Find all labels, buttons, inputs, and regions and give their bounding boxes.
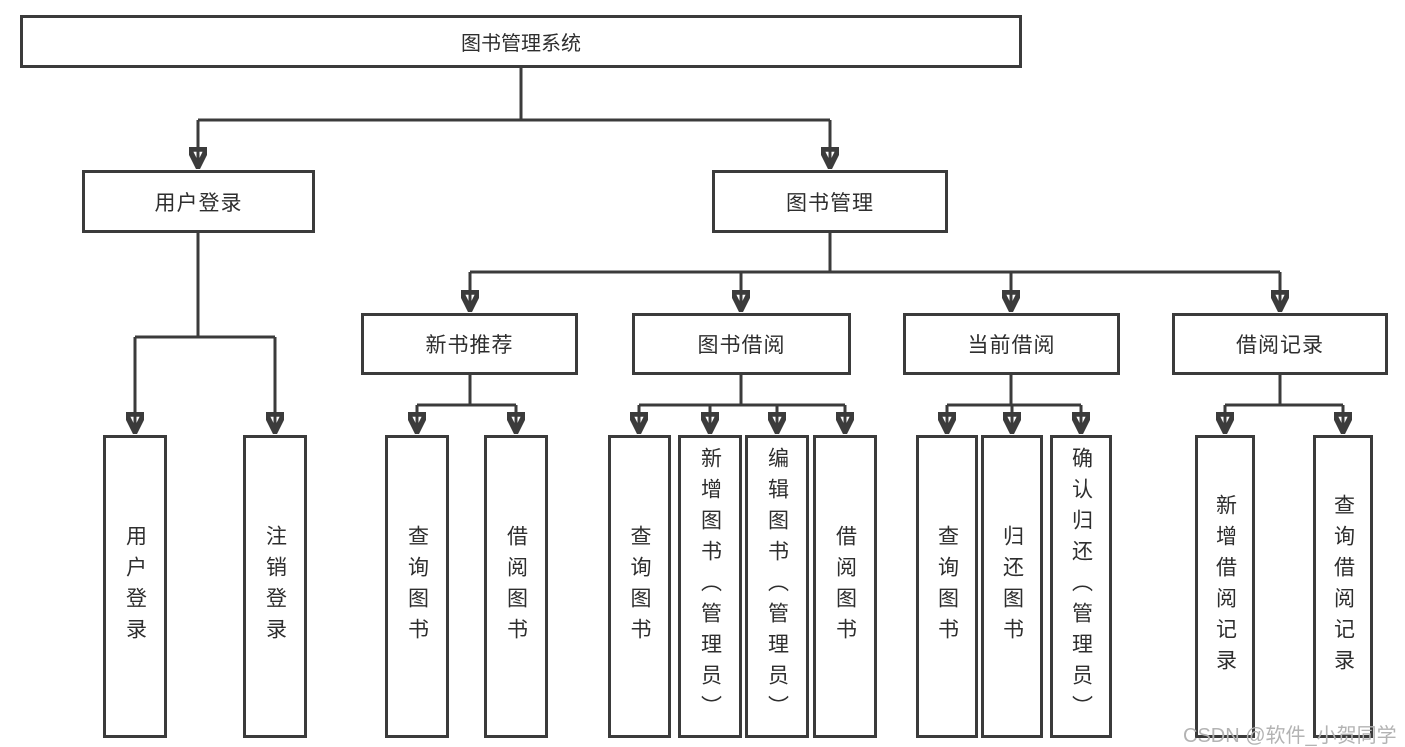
node-borrowing-records-label: 借阅记录: [1236, 334, 1324, 357]
watermark: CSDN @软件_小贺同学: [1183, 725, 1397, 747]
leaf-borrow-books-recommend-label: 借阅图书: [504, 524, 528, 649]
leaf-edit-books-admin-label: 编辑图书（管理员）: [765, 447, 789, 726]
connector-new-book-recommend-to-leaves: [417, 375, 516, 432]
leaf-query-books-current: 查询图书: [916, 435, 978, 738]
node-book-management-label: 图书管理: [786, 191, 874, 215]
node-current-borrowing-label: 当前借阅: [967, 334, 1056, 357]
leaf-query-borrow-record-label: 查询借阅记录: [1331, 493, 1355, 680]
leaf-query-borrow-record: 查询借阅记录: [1313, 435, 1373, 738]
node-new-book-recommend-label: 新书推荐: [425, 334, 514, 357]
leaf-borrow-books-borrowing-label: 借阅图书: [833, 524, 857, 649]
leaf-query-books-borrowing: 查询图书: [608, 435, 671, 738]
leaf-user-login-label: 用户登录: [123, 524, 147, 649]
leaf-query-books-borrowing-label: 查询图书: [628, 524, 651, 649]
leaf-query-books-current-label: 查询图书: [935, 524, 959, 649]
node-book-borrowing-label: 图书借阅: [697, 334, 786, 357]
leaf-return-books: 归还图书: [981, 435, 1043, 738]
leaf-add-books-admin: 新增图书（管理员）: [678, 435, 742, 738]
leaf-add-books-admin-label: 新增图书（管理员）: [698, 447, 722, 726]
node-borrowing-records: 借阅记录: [1172, 313, 1388, 375]
node-current-borrowing: 当前借阅: [903, 313, 1120, 375]
node-new-book-recommend: 新书推荐: [361, 313, 578, 375]
leaf-logout-label: 注销登录: [263, 524, 287, 649]
node-user-login-label: 用户登录: [154, 191, 243, 215]
leaf-return-books-label: 归还图书: [1000, 524, 1024, 649]
node-root-system: 图书管理系统: [20, 15, 1022, 68]
leaf-user-login: 用户登录: [103, 435, 167, 738]
leaf-logout: 注销登录: [243, 435, 307, 738]
connector-borrowing-records-to-leaves: [1225, 375, 1343, 432]
leaf-edit-books-admin: 编辑图书（管理员）: [745, 435, 809, 738]
connector-current-borrowing-to-leaves: [947, 375, 1081, 432]
connector-root-to-level2: [198, 68, 830, 167]
leaf-query-books-recommend-label: 查询图书: [405, 524, 429, 649]
leaf-borrow-books-borrowing: 借阅图书: [813, 435, 877, 738]
leaf-confirm-return-admin: 确认归还（管理员）: [1050, 435, 1112, 738]
leaf-query-books-recommend: 查询图书: [385, 435, 449, 738]
leaf-add-borrow-record-label: 新增借阅记录: [1213, 493, 1237, 680]
node-root-label: 图书管理系统: [461, 33, 581, 55]
leaf-add-borrow-record: 新增借阅记录: [1195, 435, 1255, 738]
leaf-borrow-books-recommend: 借阅图书: [484, 435, 548, 738]
connector-book-borrowing-to-leaves: [639, 375, 845, 432]
leaf-confirm-return-admin-label: 确认归还（管理员）: [1069, 447, 1093, 726]
node-book-borrowing: 图书借阅: [632, 313, 851, 375]
connector-user-login-to-leaves: [135, 233, 275, 432]
node-book-management: 图书管理: [712, 170, 948, 233]
node-user-login: 用户登录: [82, 170, 315, 233]
connector-book-management-to-level3: [470, 233, 1280, 310]
